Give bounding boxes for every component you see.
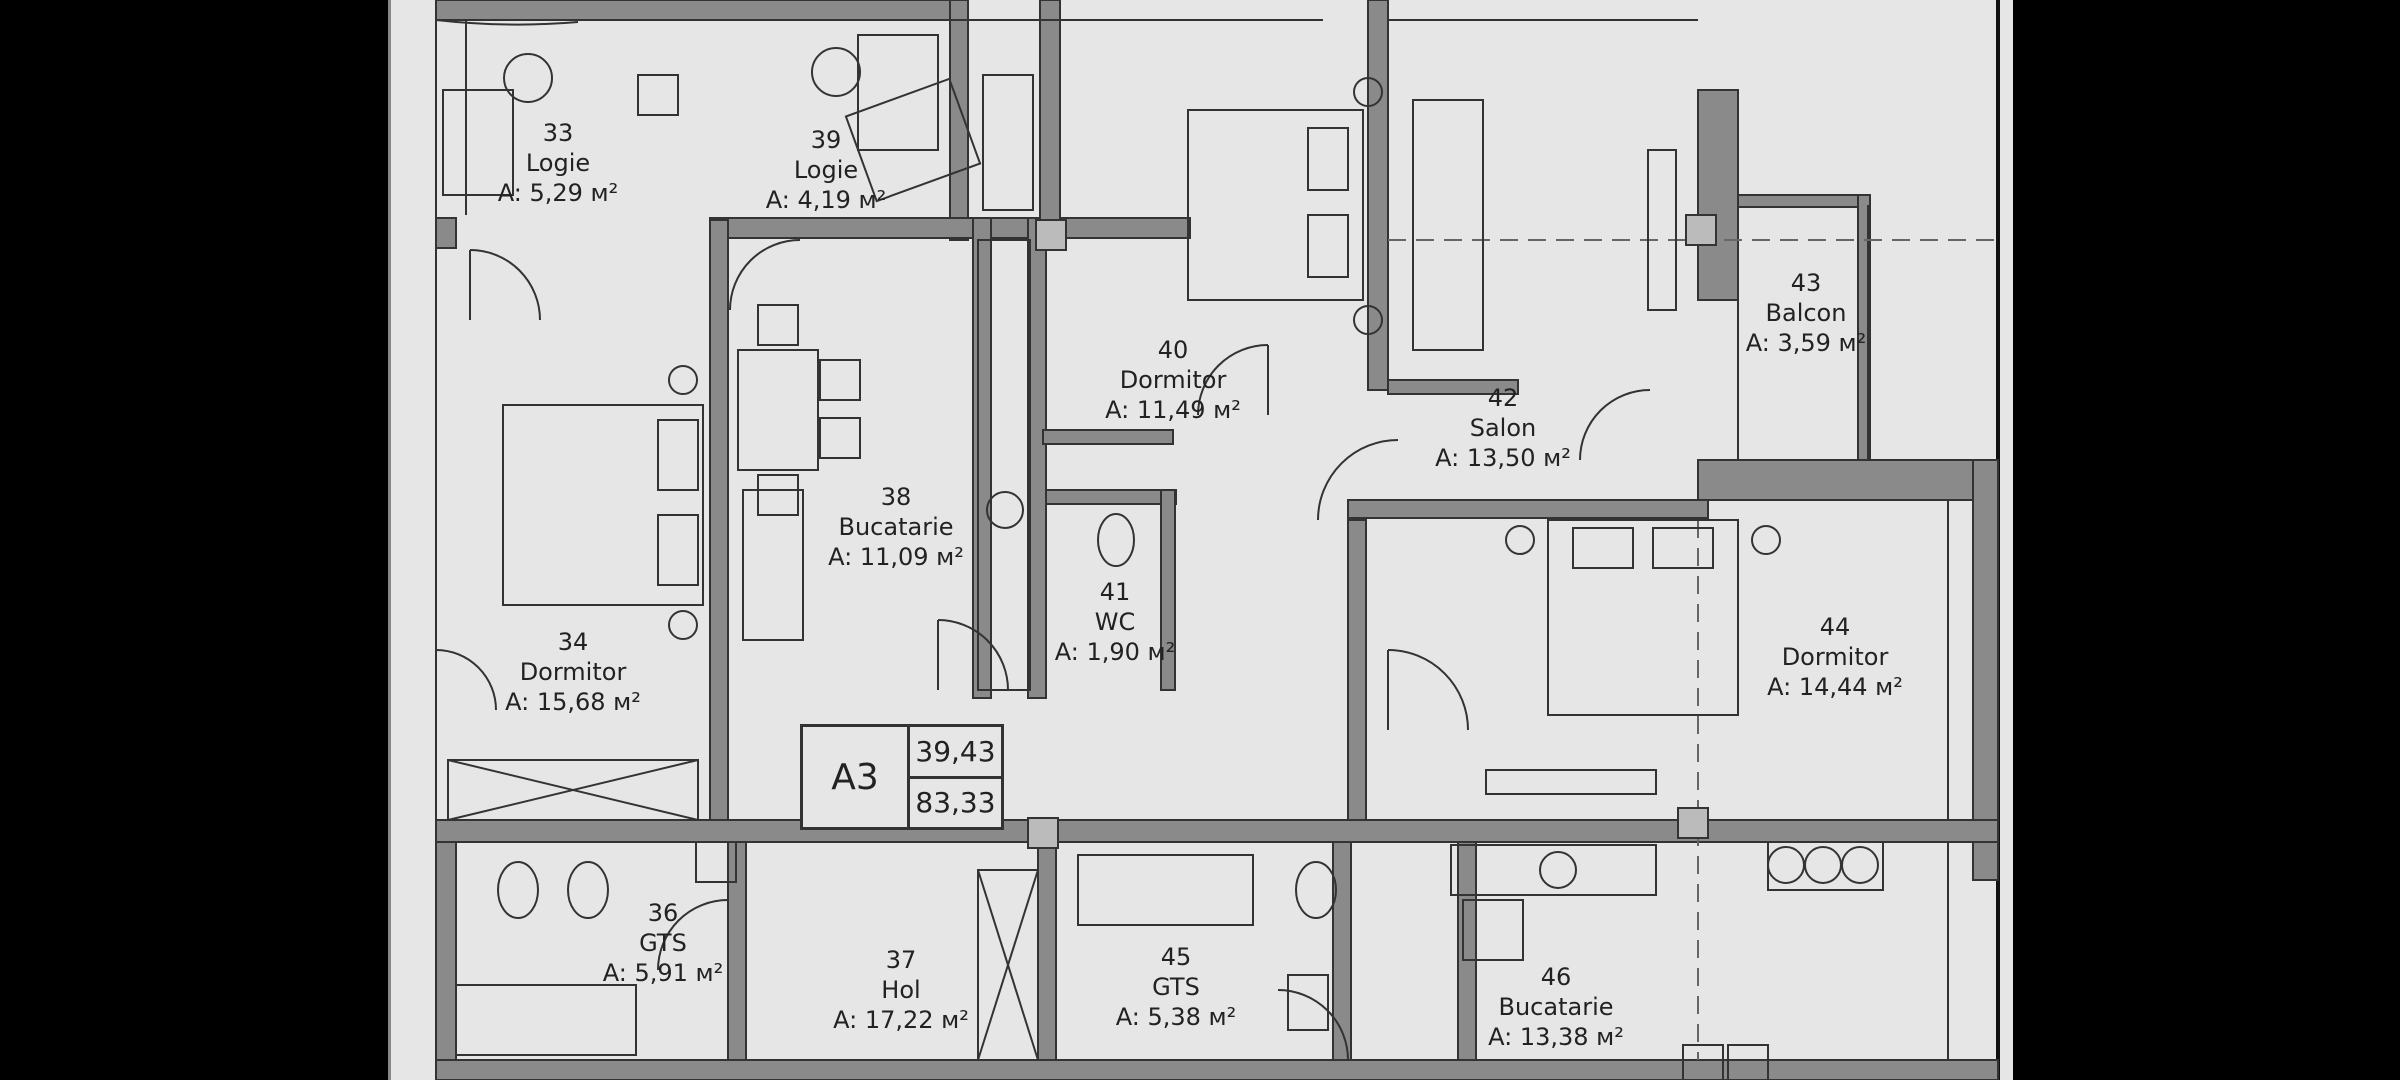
apartment-name: A3 <box>803 727 910 827</box>
floor-plan-drawing <box>388 0 2000 1080</box>
apartment-value-top: 39,43 <box>910 727 1001 779</box>
apartment-value-bottom: 83,33 <box>915 786 996 820</box>
furniture <box>442 34 1884 1080</box>
apartment-summary-box: A3 39,43 83,33 <box>800 724 1004 830</box>
doors <box>435 239 1651 1061</box>
